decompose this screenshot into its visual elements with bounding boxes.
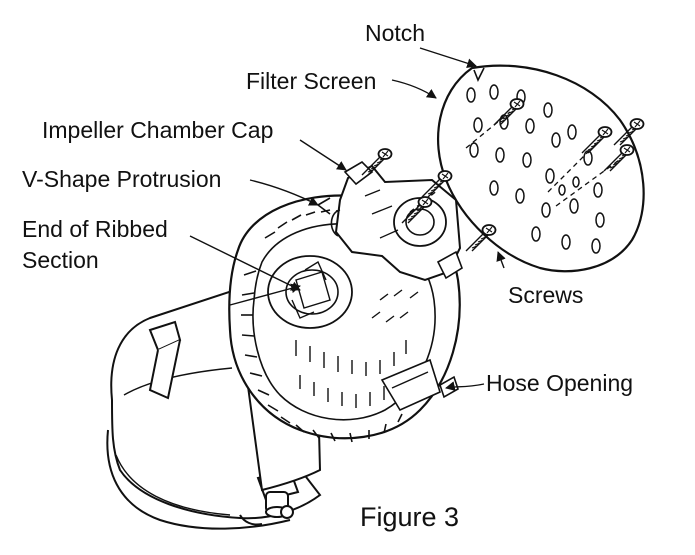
label-end-of-ribbed-section-line2: Section <box>22 247 99 273</box>
label-end-of-ribbed-section-line1: End of Ribbed <box>22 216 168 242</box>
leader-lines <box>189 47 506 391</box>
label-v-shape-protrusion: V-Shape Protrusion <box>22 166 222 192</box>
alignment-lines <box>409 111 623 213</box>
label-hose-opening: Hose Opening <box>486 370 634 396</box>
label-screws: Screws <box>508 282 584 308</box>
label-impeller-chamber-cap: Impeller Chamber Cap <box>42 117 274 143</box>
label-filter-screen: Filter Screen <box>246 68 377 94</box>
filter-screen <box>436 64 645 273</box>
label-notch: Notch <box>365 20 426 46</box>
impeller-chamber-cap <box>316 160 463 282</box>
figure-caption: Figure 3 <box>360 502 460 532</box>
